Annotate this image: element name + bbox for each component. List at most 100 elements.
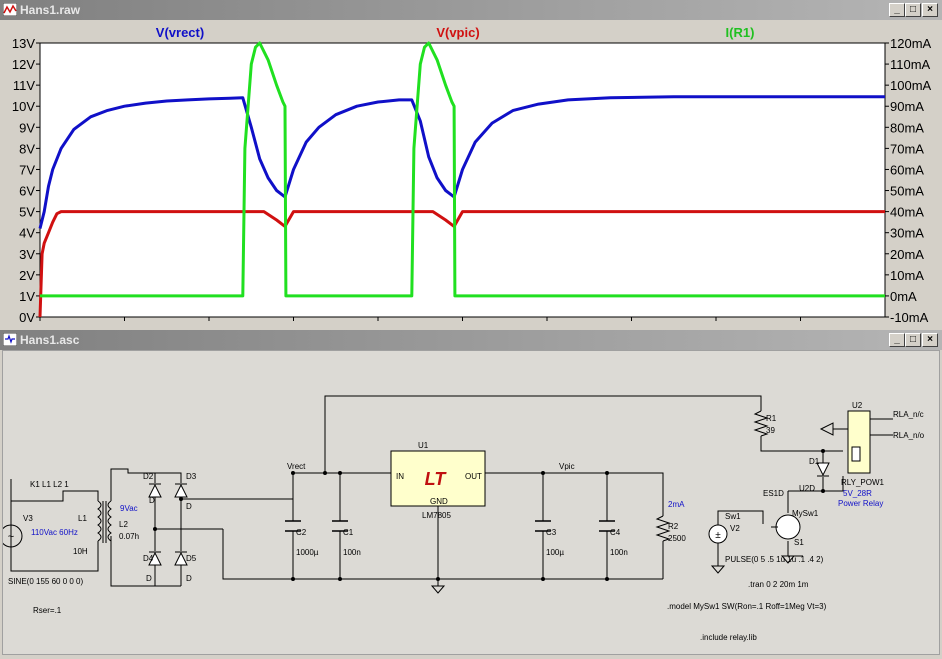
close-button[interactable]: × xyxy=(922,3,938,17)
schematic-canvas[interactable]: ~ xyxy=(0,350,940,655)
maximize-button[interactable]: □ xyxy=(905,3,921,17)
relay-description: Power Relay xyxy=(838,499,883,508)
trace-label-ir1[interactable]: I(R1) xyxy=(726,25,755,40)
c2-value: 1000µ xyxy=(296,548,319,557)
d3-label: D3 xyxy=(186,472,197,481)
c4-label: C4 xyxy=(610,528,621,537)
rla-nc-label: RLA_n/c xyxy=(893,410,924,419)
plot-frame xyxy=(39,42,886,318)
right-tick-label: 40mA xyxy=(890,205,924,220)
u1-in-pin: IN xyxy=(396,472,404,481)
right-tick-label: 60mA xyxy=(890,162,924,177)
schematic-drawing[interactable]: ~ xyxy=(0,351,939,654)
lm7805-regulator[interactable]: LT xyxy=(390,450,486,507)
d5-model: D xyxy=(186,574,192,583)
u1-label: U1 xyxy=(418,441,429,450)
right-tick-label: 20mA xyxy=(890,247,924,262)
junction-dots xyxy=(153,449,825,581)
u2d-label: U2D xyxy=(799,484,815,493)
rla-no-label: RLA_n/o xyxy=(893,431,925,440)
sine-directive: SINE(0 155 60 0 0 0) xyxy=(8,577,83,586)
schematic-window: Hans1.asc _ □ × xyxy=(0,330,942,657)
right-tick-label: 90mA xyxy=(890,99,924,114)
waveform-app-icon xyxy=(3,3,17,16)
left-tick-label: 13V xyxy=(12,36,35,51)
r2-label: R2 xyxy=(668,522,679,531)
l2-value: 0.07h xyxy=(119,532,139,541)
left-tick-label: 1V xyxy=(19,289,35,304)
waveform-titlebar[interactable]: Hans1.raw _ □ × xyxy=(0,0,942,20)
l1-value: 10H xyxy=(73,547,88,556)
right-tick-label: -10mA xyxy=(890,310,929,322)
c2-label: C2 xyxy=(296,528,307,537)
schematic-app-icon xyxy=(3,333,17,346)
switch-sw1[interactable]: ± xyxy=(708,514,801,544)
right-tick-label: 50mA xyxy=(890,184,924,199)
left-tick-label: 8V xyxy=(19,141,35,156)
v3-value: 110Vac 60Hz xyxy=(31,528,78,537)
lt-logo-icon: LT xyxy=(425,469,448,489)
l1-label: L1 xyxy=(78,514,87,523)
s1-label: S1 xyxy=(794,538,804,547)
sw1-label: Sw1 xyxy=(725,512,741,521)
schematic-labels: K1 L1 L2 1 V3 110Vac 60Hz SINE(0 155 60 … xyxy=(8,401,925,642)
transformer[interactable] xyxy=(97,500,112,543)
vpic-net-label: Vpic xyxy=(559,462,575,471)
left-tick-label: 4V xyxy=(19,226,35,241)
schematic-titlebar[interactable]: Hans1.asc _ □ × xyxy=(0,330,942,350)
series-line-vvpic[interactable] xyxy=(38,210,885,318)
x-axis-ticks: 0.0s0.2s0.4s0.6s0.8s1.0s1.2s1.4s1.6s1.8s xyxy=(28,317,813,337)
schematic-close-button[interactable]: × xyxy=(922,333,938,347)
include-directive: .include relay.lib xyxy=(700,633,757,642)
left-tick-label: 6V xyxy=(19,184,35,199)
relay-u2[interactable] xyxy=(816,410,871,477)
left-tick-label: 3V xyxy=(19,247,35,262)
left-tick-label: 10V xyxy=(12,99,35,114)
v3-source[interactable]: ~ xyxy=(0,524,23,548)
c3-value: 100µ xyxy=(546,548,564,557)
u2-label: U2 xyxy=(852,401,863,410)
right-tick-label: 30mA xyxy=(890,226,924,241)
r2-current: 2mA xyxy=(668,500,685,509)
d4-label: D4 xyxy=(143,554,154,563)
capacitors[interactable] xyxy=(285,520,615,532)
u1-gnd-pin: GND xyxy=(430,497,448,506)
wires xyxy=(10,395,893,587)
trace-label-vrect[interactable]: V(vrect) xyxy=(156,25,204,40)
v3-label: V3 xyxy=(23,514,33,523)
left-tick-label: 2V xyxy=(19,268,35,283)
pulse-directive: PULSE(0 5 .5 1u 1u .1 .4 2) xyxy=(725,555,824,564)
d3-model: D xyxy=(186,502,192,511)
left-tick-label: 9V xyxy=(19,120,35,135)
es1d-label: ES1D xyxy=(763,489,784,498)
trace-label-vpic[interactable]: V(vpic) xyxy=(436,25,479,40)
d5-label: D5 xyxy=(186,554,197,563)
svg-text:~: ~ xyxy=(8,531,14,543)
right-tick-label: 80mA xyxy=(890,120,924,135)
schematic-window-title: Hans1.asc xyxy=(20,333,80,347)
r2-value: 2500 xyxy=(668,534,686,543)
relay-model: RLY_POW1 xyxy=(841,478,885,487)
c1-label: C1 xyxy=(343,528,354,537)
left-tick-label: 5V xyxy=(19,205,35,220)
u1-out-pin: OUT xyxy=(465,472,482,481)
schematic-minimize-button[interactable]: _ xyxy=(889,333,905,347)
right-tick-label: 0mA xyxy=(890,289,917,304)
u1-part: LM7805 xyxy=(422,511,451,520)
bridge-diodes[interactable] xyxy=(148,483,188,566)
mysw1-label: MySw1 xyxy=(792,509,819,518)
resistors[interactable] xyxy=(655,410,769,542)
left-tick-label: 0V xyxy=(19,310,35,322)
series-line-ir1[interactable] xyxy=(40,41,885,298)
d2-label: D2 xyxy=(143,472,154,481)
series-line-vvrect[interactable] xyxy=(38,95,885,229)
right-tick-label: 120mA xyxy=(890,36,932,51)
v2-label: V2 xyxy=(730,524,740,533)
schematic-maximize-button[interactable]: □ xyxy=(905,333,921,347)
right-tick-label: 110mA xyxy=(890,57,931,72)
tran-directive: .tran 0 2 20m 1m xyxy=(748,580,809,589)
minimize-button[interactable]: _ xyxy=(889,3,905,17)
